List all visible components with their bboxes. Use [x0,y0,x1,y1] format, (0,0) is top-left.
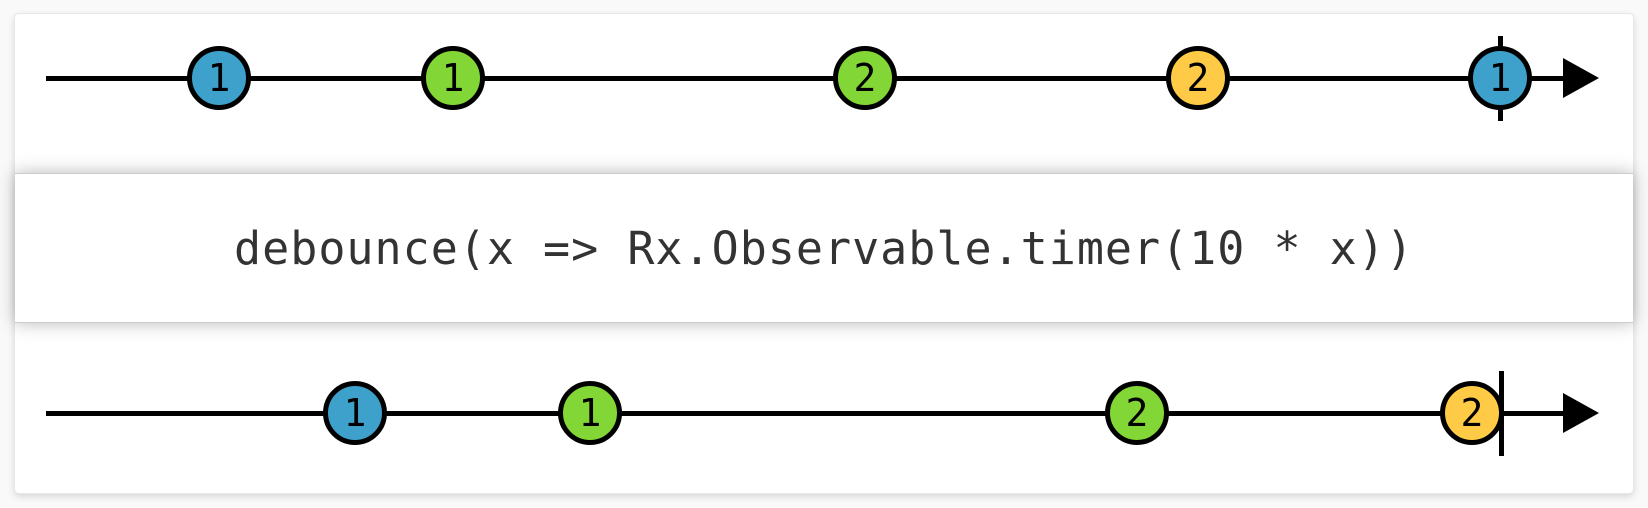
operator-label: debounce(x => Rx.Observable.timer(10 * x… [234,221,1414,275]
output-stream-marble: 1 [558,380,622,445]
operator-band: debounce(x => Rx.Observable.timer(10 * x… [15,173,1633,323]
input-stream-panel: 1 1 2 2 1 [15,14,1633,174]
output-stream-marble: 2 [1105,380,1169,445]
input-stream-marble[interactable]: 1 [1468,46,1532,110]
output-stream-timeline [46,410,1566,416]
output-stream-marble: 2 [1440,380,1504,445]
output-stream-arrowhead-icon [1563,392,1599,433]
input-stream-marble[interactable]: 1 [421,46,485,110]
input-stream-marble[interactable]: 1 [187,46,251,110]
output-stream-marble: 1 [323,380,387,445]
input-stream-arrowhead-icon [1563,58,1599,98]
input-stream-marble[interactable]: 2 [833,46,897,110]
output-stream-panel: 1 1 2 2 [15,322,1633,493]
marble-diagram-card: 1 1 2 2 1 debounce(x => Rx.Observable.timer(… [14,13,1634,494]
input-stream-marble[interactable]: 2 [1166,46,1230,110]
input-stream-timeline [46,76,1566,81]
